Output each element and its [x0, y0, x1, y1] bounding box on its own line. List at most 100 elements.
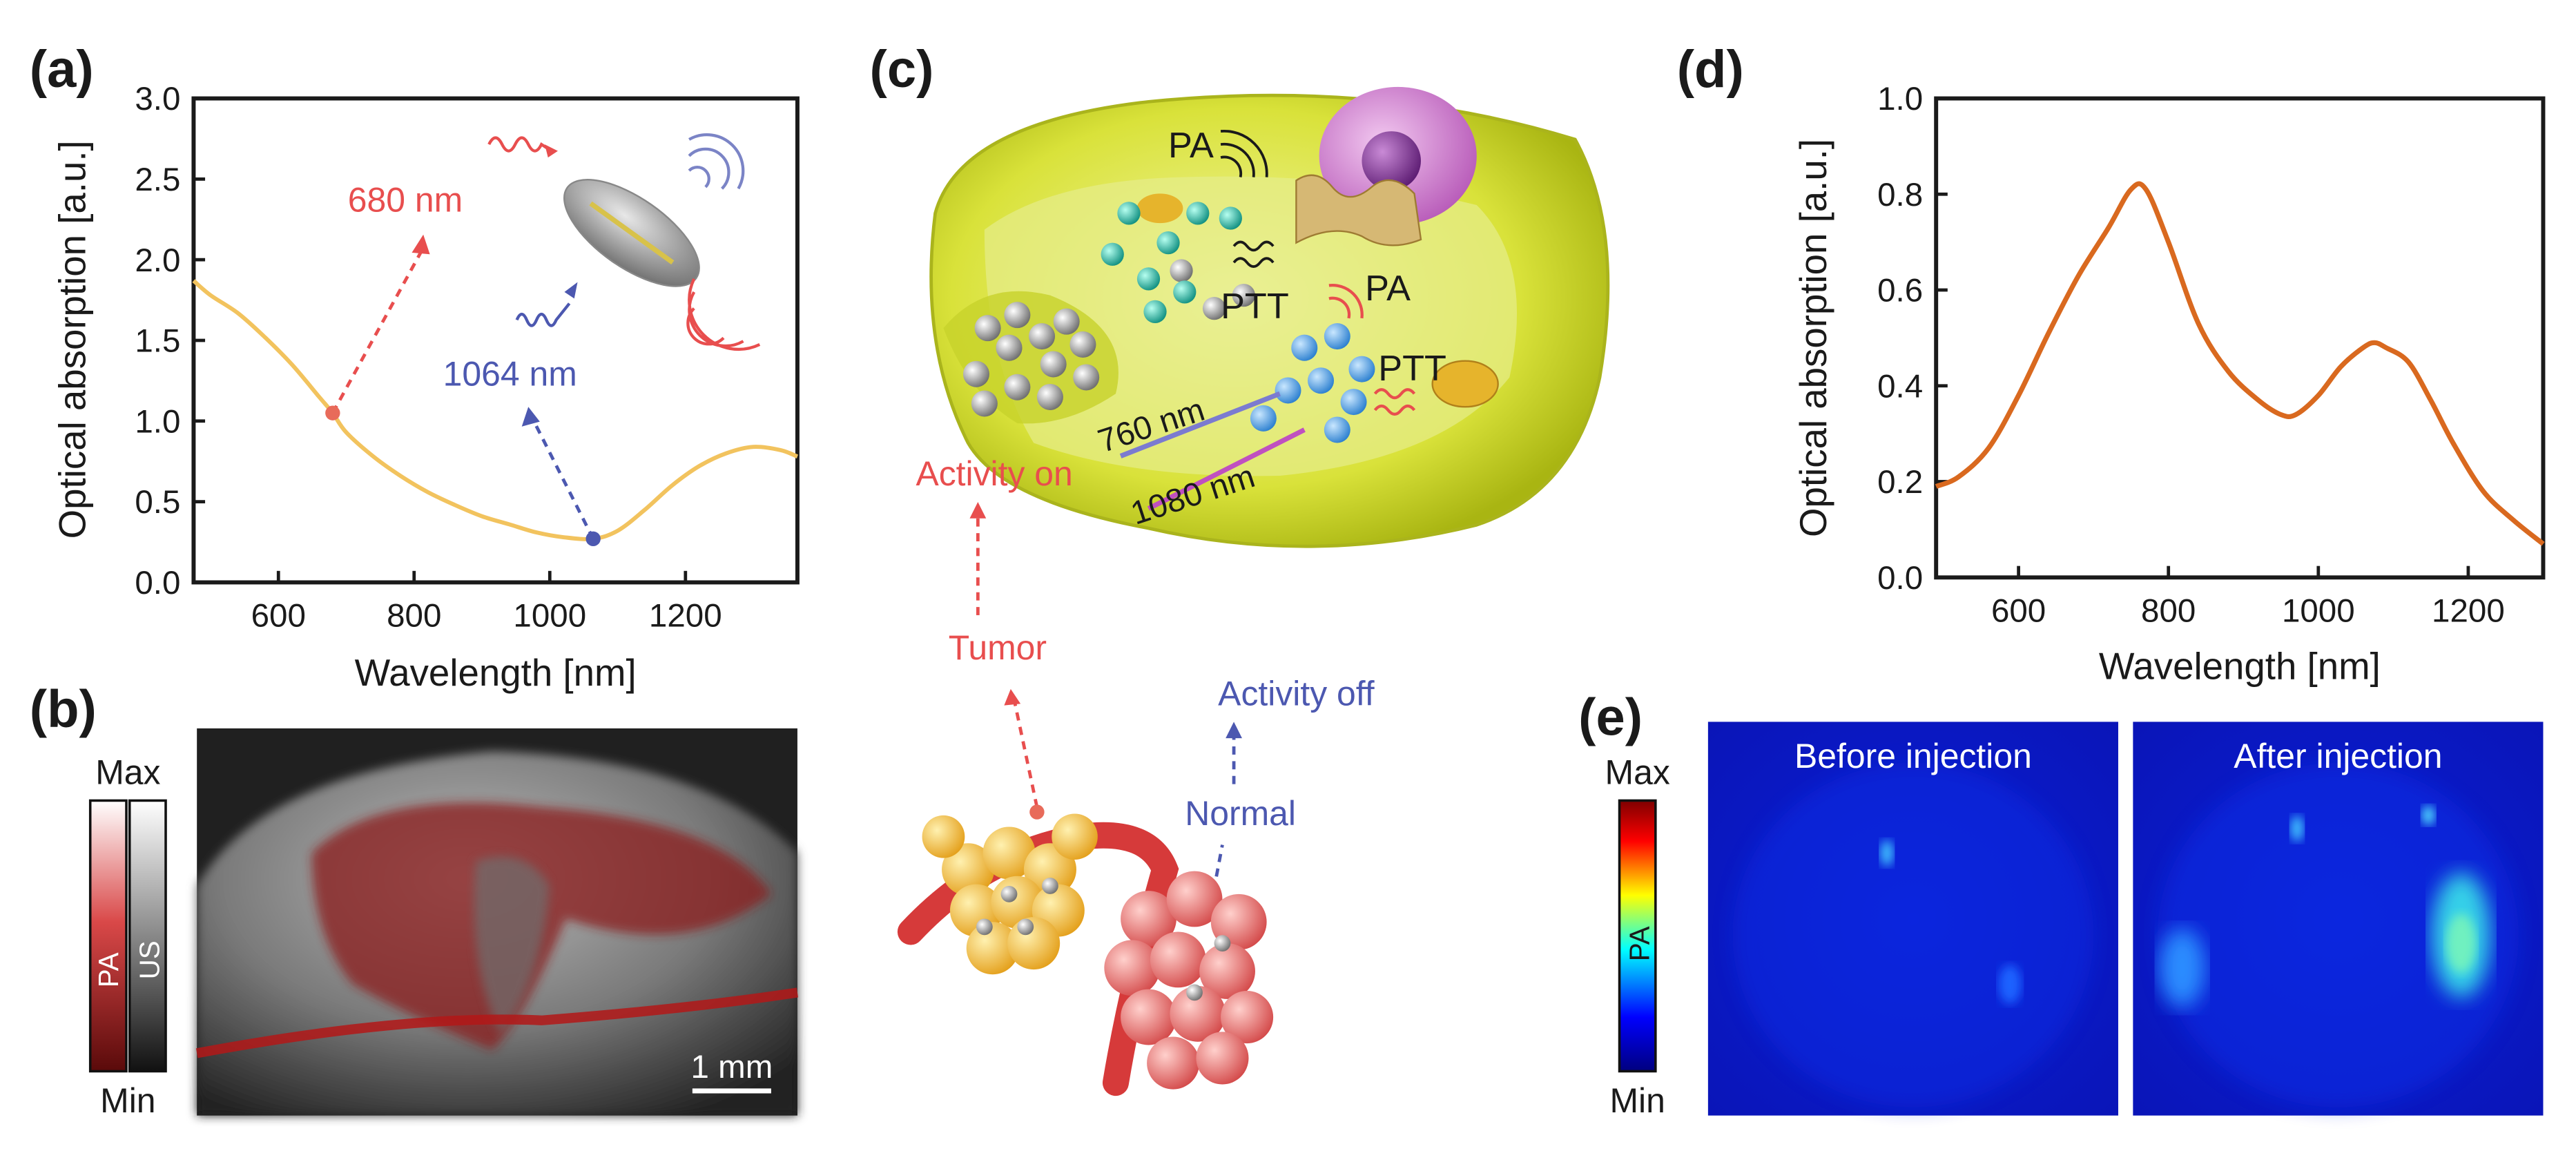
scale-bar-label: 1 mm: [690, 1049, 773, 1085]
nucleolus-icon: [1362, 131, 1421, 191]
arrow-1064nm: [532, 419, 595, 540]
panel-label-b: (b): [30, 680, 97, 739]
x-tick-label: 600: [1991, 592, 2046, 629]
label-ptt-1: PTT: [1221, 287, 1289, 327]
y-tick-label: 2.5: [135, 162, 180, 198]
y-tick-label: 2.0: [135, 242, 180, 279]
after-hotspot-top: [2290, 815, 2304, 842]
colorbar-max-b: Max: [95, 753, 160, 792]
label-680nm: 680 nm: [348, 180, 463, 219]
tumor-core: [474, 856, 550, 1034]
y-axis-label-d: Optical absorption [a.u.]: [1792, 139, 1834, 537]
blue-wave-arrowhead-icon: [564, 282, 578, 299]
before-hotspot-2: [1998, 965, 2022, 1005]
mitochondria-small-icon: [1136, 193, 1183, 224]
colorbar-min-e: Min: [1609, 1081, 1665, 1120]
label-1064nm: 1064 nm: [443, 354, 577, 393]
marker-1064nm: [585, 531, 601, 547]
mitochondria-icon: [1431, 360, 1499, 408]
y-tick-label: 1.0: [135, 403, 180, 440]
x-axis-label-a: Wavelength [nm]: [355, 652, 637, 694]
arrowhead-on-icon: [969, 502, 987, 519]
pa-jet-colorbar: [1618, 799, 1657, 1073]
axes-frame-a: [191, 96, 800, 585]
marker-680nm: [325, 405, 340, 420]
label-pa-1: PA: [1168, 126, 1214, 166]
arrowhead-tumor-icon: [1004, 688, 1021, 706]
after-tissue-signal: [2158, 762, 2519, 1108]
x-tick-label: 1000: [513, 598, 586, 635]
cell-illustration: [929, 86, 1610, 548]
us-colorbar: [128, 799, 167, 1073]
nanorod-illustration: [487, 133, 761, 351]
panel-label-a: (a): [30, 40, 94, 99]
x-axis-label-d: Wavelength [nm]: [2099, 646, 2381, 688]
blood-vessel-line: [195, 987, 799, 1058]
x-tick-label: 1200: [649, 598, 722, 635]
nanoparticle-cluster-blue: [1250, 323, 1375, 443]
pa-wave-icon-1: [1220, 129, 1268, 178]
y-tick-label: 0.5: [135, 484, 180, 521]
axes-frame-d: [1934, 96, 2546, 580]
y-tick-label: 0.6: [1877, 273, 1923, 309]
arrow-680nm: [331, 246, 425, 414]
pa-wave-icon-2: [1328, 283, 1364, 319]
arrowhead-1064nm-icon: [521, 407, 540, 427]
y-tick-label: 0.2: [1877, 464, 1923, 501]
before-tissue-signal: [1732, 762, 2094, 1108]
before-injection-label: Before injection: [1794, 737, 2032, 775]
pa-signal-waves-red-icon: [686, 278, 761, 351]
x-tick-label: 800: [2141, 592, 2196, 629]
label-activity-off: Activity off: [1218, 675, 1375, 713]
label-pa-2: PA: [1365, 269, 1411, 309]
y-tick-label: 0.0: [135, 565, 180, 601]
laser-1080-fiber: [1147, 427, 1306, 511]
panel-label-c: (c): [870, 40, 934, 99]
ultrasound-pa-image: 1 mm: [195, 728, 799, 1116]
colorbar-max-e: Max: [1605, 753, 1670, 792]
red-wave-arrowhead-icon: [544, 144, 558, 158]
label-ptt-2: PTT: [1378, 349, 1446, 389]
y-tick-label: 0.8: [1877, 177, 1923, 213]
panel-label-d: (d): [1677, 40, 1744, 99]
x-tick-label: 800: [387, 598, 441, 635]
arrowhead-off-icon: [1226, 722, 1242, 739]
golgi-er-icon: [1295, 174, 1422, 246]
after-injection-label: After injection: [2234, 737, 2442, 775]
red-light-wave-icon: [487, 136, 552, 153]
colorbar-min-b: Min: [100, 1081, 155, 1120]
arrowhead-680nm-icon: [411, 234, 430, 255]
tissue-illustration: [897, 813, 1274, 1096]
pa-image-before: Before injection: [1707, 722, 2118, 1116]
us-colorbar-label: US: [134, 940, 166, 979]
y-tick-label: 0.0: [1877, 560, 1923, 597]
nanorod-core-icon: [589, 201, 675, 265]
ptt-heat-icon-2: [1373, 388, 1416, 416]
tumor-cell-cluster: [922, 813, 1098, 975]
absorption-curve-a: [192, 279, 799, 541]
panel-e: (e) Max PA Min Before injection After in…: [1578, 688, 2544, 1120]
x-tick-label: 1000: [2282, 592, 2355, 629]
y-axis-label-a: Optical absorption [a.u.]: [52, 140, 94, 539]
pa-colorbar: [88, 799, 128, 1073]
y-tick-label: 0.4: [1877, 368, 1923, 405]
label-normal: Normal: [1185, 794, 1296, 833]
absorption-curve-d: [1935, 181, 2545, 546]
before-hotspot-1: [1880, 840, 1894, 867]
x-tick-label: 600: [251, 598, 306, 635]
normal-cell-cluster: [1104, 871, 1274, 1090]
blue-light-wave-icon: [515, 302, 571, 327]
nanoparticle-cluster-teal: [1101, 202, 1242, 324]
arrow-to-tumor: [1012, 698, 1039, 808]
panel-c: (c): [870, 40, 1610, 1096]
after-hotspot-core: [2446, 914, 2477, 973]
pa-jet-colorbar-label: PA: [1623, 926, 1655, 961]
label-tumor: Tumor: [949, 628, 1047, 667]
arrow-to-normal: [1209, 844, 1224, 906]
y-tick-label: 1.0: [1877, 81, 1923, 117]
tumor-point-marker: [1029, 804, 1045, 820]
ptt-heat-icon-1: [1232, 240, 1275, 268]
